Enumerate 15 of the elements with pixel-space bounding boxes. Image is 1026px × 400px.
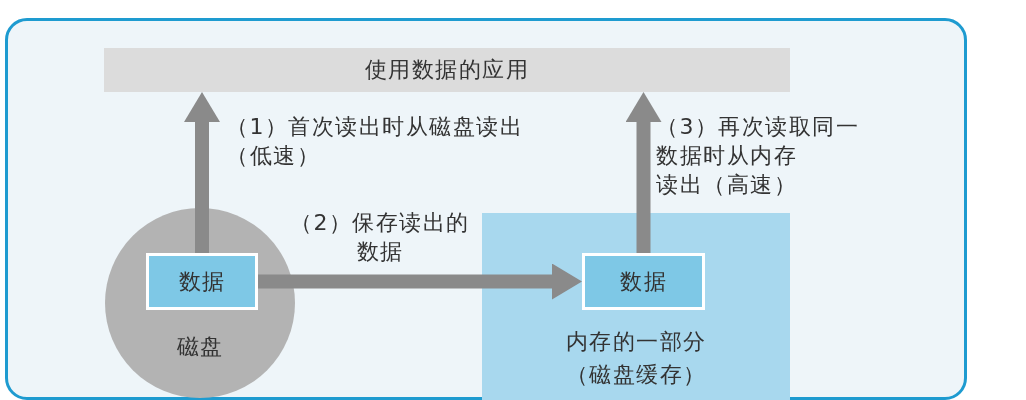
node-label: 数据 (620, 267, 667, 296)
edge-label: （1）首次读出时从磁盘读出（低速） (226, 113, 525, 170)
application-bar (104, 48, 790, 92)
arrow (625, 92, 662, 253)
arrow (184, 92, 220, 253)
arrow (258, 263, 582, 300)
node-label: 数据 (178, 267, 226, 296)
data-box (146, 253, 258, 310)
cache-area (482, 213, 790, 400)
node-label: 使用数据的应用 (364, 56, 530, 84)
node-label: 内存的一部分（磁盘缓存） (564, 328, 708, 389)
data-box (582, 253, 705, 310)
node-label: 磁盘 (175, 333, 225, 361)
edge-label: （2）保存读出的数据 (289, 209, 471, 266)
edge-label: （3）再次读取同一数据时从内存读出（高速） (656, 113, 861, 199)
